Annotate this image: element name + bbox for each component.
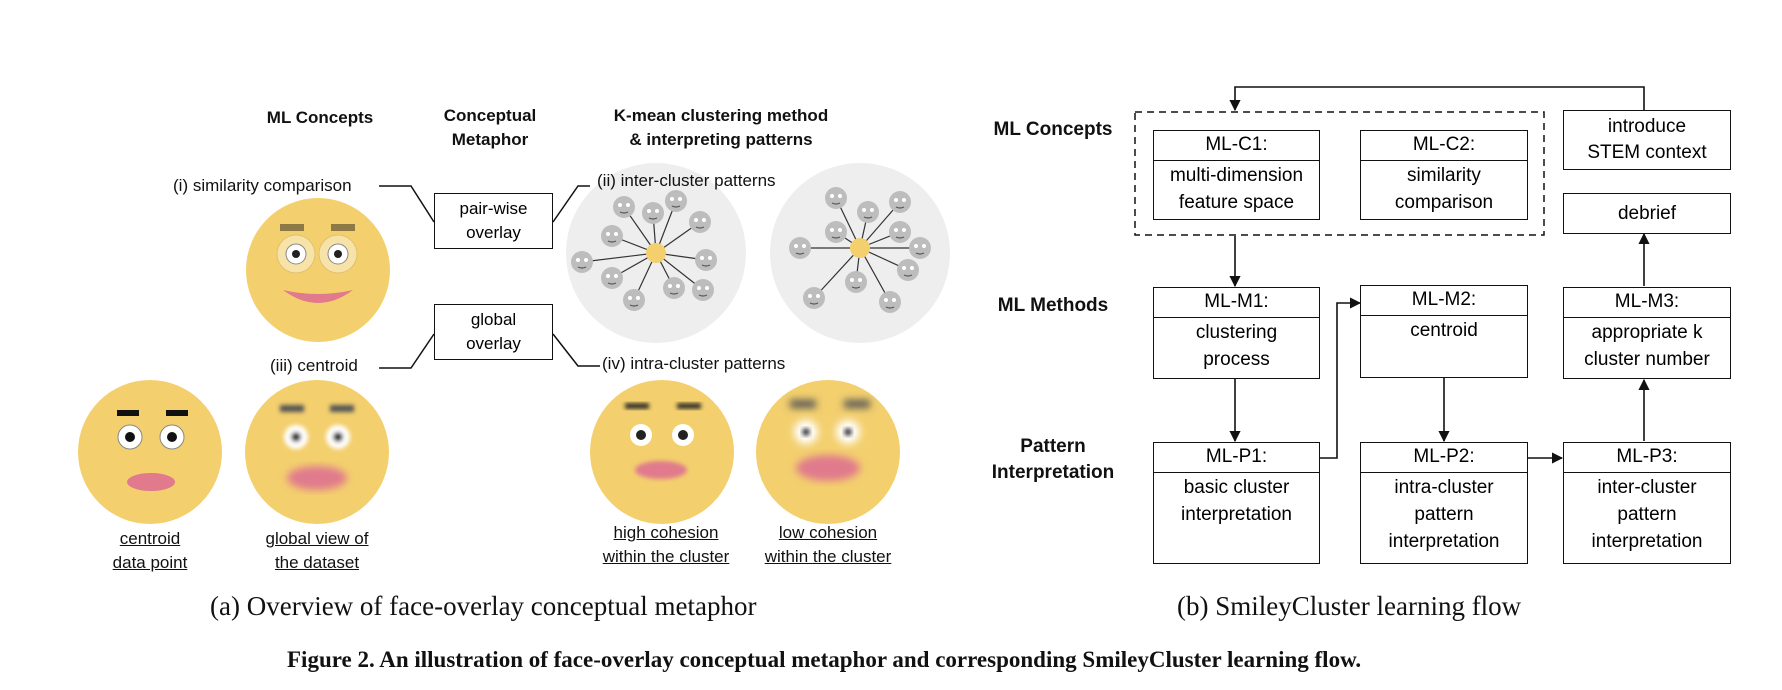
node-ml-p1: ML-P1: basic cluster interpretation <box>1153 442 1320 564</box>
low-cohesion-face <box>756 380 900 524</box>
node-ml-m1-title: ML-M1: <box>1154 288 1319 318</box>
similarity-face <box>246 198 390 342</box>
high-cohesion-face <box>590 380 734 524</box>
caption-low-cohesion: low cohesion within the cluster <box>764 523 892 566</box>
node-ml-m3: ML-M3: appropriate k cluster number <box>1563 287 1731 379</box>
cluster-spread <box>770 163 950 343</box>
node-ml-c2-title: ML-C2: <box>1361 131 1527 161</box>
node-ml-c1-title: ML-C1: <box>1154 131 1319 161</box>
node-ml-c2: ML-C2: similarity comparison <box>1360 130 1528 220</box>
node-ml-p2-body: intra-cluster pattern interpretation <box>1388 477 1500 552</box>
label-similarity: (i) similarity comparison <box>173 176 352 195</box>
arrow-p1-to-m2 <box>1320 297 1362 459</box>
node-ml-p3: ML-P3: inter-cluster pattern interpretat… <box>1563 442 1731 564</box>
caption-centroid-point: centroid data point <box>112 529 188 572</box>
connector-similarity <box>379 185 435 223</box>
label-intra-cluster: (iv) intra-cluster patterns <box>602 354 786 373</box>
caption-panel-b: (b) SmileyCluster learning flow <box>1177 591 1522 621</box>
header-conceptual-metaphor: Conceptual Metaphor <box>443 106 537 149</box>
header-kmeans: K-mean clustering method & interpreting … <box>613 106 829 149</box>
row-label-methods: ML Methods <box>997 295 1109 316</box>
node-ml-p3-body: inter-cluster pattern interpretation <box>1591 477 1703 552</box>
ml-concepts-container <box>1134 111 1545 236</box>
node-ml-m2: ML-M2: centroid <box>1360 285 1528 378</box>
node-ml-c1: ML-C1: multi-dimension feature space <box>1153 130 1320 220</box>
connector-inter <box>552 185 590 223</box>
node-debrief: debrief <box>1563 193 1731 234</box>
row-label-concepts: ML Concepts <box>993 119 1113 140</box>
node-ml-m3-body: appropriate k cluster number <box>1584 322 1710 370</box>
node-ml-p3-title: ML-P3: <box>1564 443 1730 473</box>
node-ml-m2-title: ML-M2: <box>1361 286 1527 316</box>
global-overlay-box: global overlay <box>434 304 553 360</box>
pairwise-overlay-box: pair-wise overlay <box>434 193 553 249</box>
global-view-face <box>245 380 389 524</box>
label-inter-cluster: (ii) inter-cluster patterns <box>597 171 776 190</box>
node-ml-m1: ML-M1: clustering process <box>1153 287 1320 379</box>
node-ml-p2-title: ML-P2: <box>1361 443 1527 473</box>
node-ml-p1-body: basic cluster interpretation <box>1181 477 1292 525</box>
header-ml-concepts: ML Concepts <box>266 108 374 127</box>
centroid-face <box>78 380 222 524</box>
caption-panel-a: (a) Overview of face-overlay conceptual … <box>210 591 757 621</box>
row-label-pattern: Pattern Interpretation <box>991 436 1115 483</box>
node-stem-context: introduce STEM context <box>1563 110 1731 170</box>
figure-caption: Figure 2. An illustration of face-overla… <box>287 647 1362 672</box>
caption-high-cohesion: high cohesion within the cluster <box>602 523 730 566</box>
connector-centroid <box>379 333 435 369</box>
node-ml-m1-body: clustering process <box>1195 322 1278 370</box>
node-ml-p1-title: ML-P1: <box>1154 443 1319 473</box>
node-ml-p2: ML-P2: intra-cluster pattern interpretat… <box>1360 442 1528 564</box>
cluster-tight <box>566 163 848 343</box>
connector-intra <box>552 333 600 367</box>
node-ml-m2-body: centroid <box>1410 320 1478 341</box>
node-ml-c2-body: similarity comparison <box>1394 165 1494 213</box>
caption-global-view: global view of the dataset <box>265 529 369 572</box>
node-ml-m3-title: ML-M3: <box>1564 288 1730 318</box>
node-ml-c1-body: multi-dimension feature space <box>1169 165 1304 213</box>
label-centroid: (iii) centroid <box>270 356 358 375</box>
arrow-stem-to-concepts <box>1229 86 1645 112</box>
